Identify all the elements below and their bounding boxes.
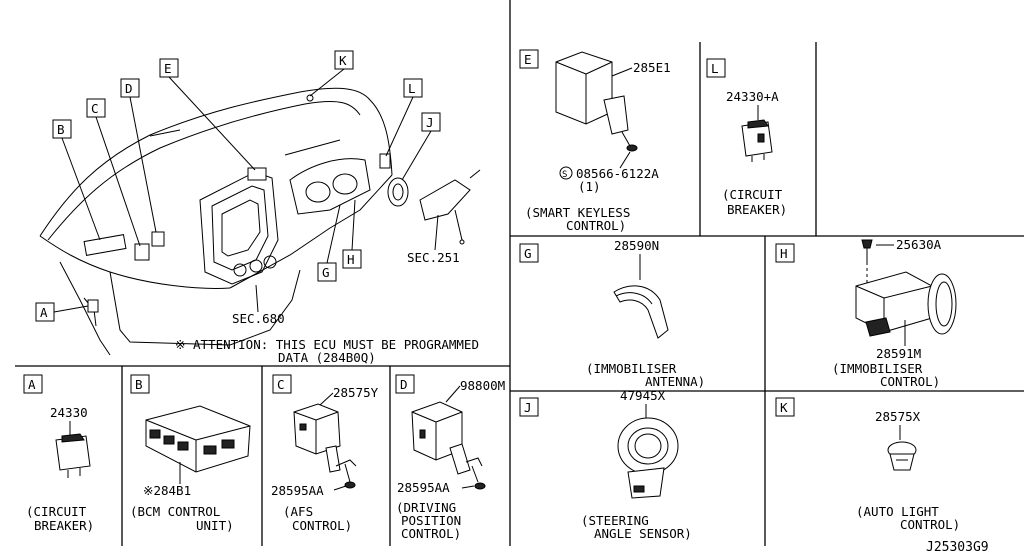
panel-d-desc-3: CONTROL) [401, 526, 461, 541]
callout-h: H [347, 252, 355, 267]
callout-j: J [426, 115, 434, 130]
panel-b: B ※284B1 (BCM CONTROL UNIT) [130, 374, 251, 533]
panel-b-desc-2: UNIT) [196, 518, 234, 533]
panel-g-desc-2: ANTENNA) [645, 374, 705, 389]
panel-j-letter: J [524, 400, 532, 415]
panel-d-part-2: 28595AA [397, 480, 450, 495]
attention-line-1: ※ ATTENTION: THIS ECU MUST BE PROGRAMMED [175, 337, 479, 352]
panel-a-letter: A [28, 377, 36, 392]
panel-e-desc-1: (SMART KEYLESS [525, 205, 630, 220]
sec-680-label: SEC.680 [232, 311, 285, 326]
panel-k-letter: K [780, 400, 788, 415]
panel-k-part: 28575X [875, 409, 921, 424]
callout-e: E [164, 61, 172, 76]
panel-e-letter: E [524, 52, 532, 67]
panel-h-desc-1: (IMMOBILISER [832, 361, 923, 376]
panel-c-desc-1: (AFS [283, 504, 313, 519]
panel-g: G 28590N (IMMOBILISER ANTENNA) [519, 238, 705, 389]
panel-l-desc-1: (CIRCUIT [722, 187, 783, 202]
panel-e-bolt: 08566-6122A [576, 166, 659, 181]
panel-a-part: 24330 [50, 405, 88, 420]
panel-g-part: 28590N [614, 238, 659, 253]
panel-k-desc-2: CONTROL) [900, 517, 960, 532]
panel-d-desc-2: POSITION [401, 513, 461, 528]
attention-line-2: DATA (284B0Q) [278, 350, 376, 365]
panel-b-desc-1: (BCM CONTROL [130, 504, 220, 519]
panel-l-letter: L [711, 61, 719, 76]
panel-grid [15, 0, 1024, 546]
panel-b-part: ※284B1 [143, 483, 191, 498]
panel-a: A 24330 (CIRCUIT BREAKER) [23, 374, 94, 533]
panel-l-desc-2: BREAKER) [727, 202, 787, 217]
panel-l: L 24330+A (CIRCUIT BREAKER) [706, 58, 787, 217]
panel-h-part: 25630A [896, 237, 942, 252]
panel-c-desc-2: CONTROL) [292, 518, 352, 533]
panel-k: K 28575X (AUTO LIGHT CONTROL) [775, 397, 960, 532]
panel-j-desc-1: (STEERING [581, 513, 649, 528]
panel-c-letter: C [277, 377, 285, 392]
drawing-id: J25303G9 [926, 540, 989, 555]
panel-k-desc-1: (AUTO LIGHT [856, 504, 939, 519]
panel-h-part-2: 28591M [876, 346, 921, 361]
callout-a: A [40, 305, 48, 320]
panel-c-part-2: 28595AA [271, 483, 324, 498]
panel-h: H 25630A 28591M (IMMOBILISER CONTROL) [775, 237, 957, 389]
panel-e-bolt-qty: (1) [578, 179, 601, 194]
panel-b-letter: B [135, 377, 143, 392]
dashboard-overview [39, 87, 481, 356]
panel-d: D 98800M 28595AA (DRIVING POSITION CONTR… [395, 374, 505, 541]
panel-e-part: 285E1 [633, 60, 671, 75]
callout-d: D [125, 81, 133, 96]
panel-j-part: 47945X [620, 388, 666, 403]
callout-c: C [91, 101, 99, 116]
callout-g: G [322, 265, 330, 280]
panel-c-part: 28575Y [333, 385, 379, 400]
panel-g-desc-1: (IMMOBILISER [586, 361, 677, 376]
panel-a-desc-1: (CIRCUIT [26, 504, 87, 519]
panel-d-part: 98800M [460, 378, 505, 393]
panel-d-desc-1: (DRIVING [396, 500, 456, 515]
panel-c: C 28575Y 28595AA (AFS CONTROL) [271, 374, 379, 533]
attention-note: ※ ATTENTION: THIS ECU MUST BE PROGRAMMED… [175, 337, 479, 365]
panel-g-letter: G [524, 246, 532, 261]
panel-h-letter: H [780, 246, 788, 261]
callout-b: B [57, 122, 65, 137]
panel-d-letter: D [400, 377, 408, 392]
panel-j: J 47945X (STEERING ANGLE SENSOR) [519, 388, 692, 541]
panel-a-desc-2: BREAKER) [34, 518, 94, 533]
panel-l-part: 24330+A [726, 89, 779, 104]
panel-e-bolt-symbol: S [562, 170, 567, 180]
sec-251-label: SEC.251 [407, 250, 460, 265]
overview-callouts: K E D C B A L J G H [35, 50, 460, 326]
panel-j-desc-2: ANGLE SENSOR) [594, 526, 692, 541]
callout-k: K [339, 53, 347, 68]
panel-e-desc-2: CONTROL) [566, 218, 626, 233]
panel-h-desc-2: CONTROL) [880, 374, 940, 389]
callout-l: L [408, 81, 416, 96]
panel-e: E 285E1 S 08566-6122A (1) (SMART KEYLESS… [519, 49, 671, 233]
